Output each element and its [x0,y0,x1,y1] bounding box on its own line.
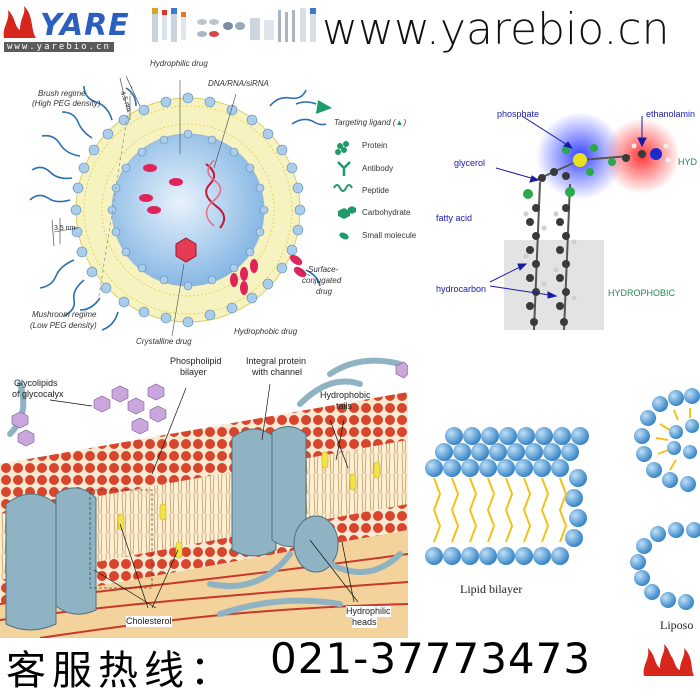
flame-footer-icon [643,644,694,676]
legend-carbohydrate: Carbohydrate [362,208,411,217]
label-glycocalyx: of glycocalyx [12,389,64,399]
label-tails: tails [336,401,353,411]
label-hydrophilic-short: HYD [678,157,698,167]
label-surface-conj-2: conjugated [302,276,342,285]
hotline-phone[interactable]: 021-37773473 [270,634,592,683]
label-phospholipid: Phospholipid [170,356,222,366]
legend-title: Targeting ligand (▲) [334,118,407,127]
label-surface-conj-3: drug [316,287,333,296]
label-hydrocarbon: hydrocarbon [436,284,487,294]
label-glycerol: glycerol [454,158,486,168]
label-bilayer: bilayer [180,367,207,377]
label-surface-conj-1: Surface- [308,265,339,274]
footer-bar [0,638,700,700]
label-hydrophilic: Hydrophilic [346,606,391,617]
legend-antibody: Antibody [362,164,394,173]
flame-logo-icon [3,6,37,38]
label-phosphate: phosphate [497,109,540,119]
logo-url: www.yarebio.cn [4,42,114,52]
label-brush-regime: Brush regime [38,89,86,98]
label-ethanolamine: ethanolamin [646,109,696,119]
label-heads: heads [352,617,377,628]
label-hydrophobic: HYDROPHOBIC [608,288,676,298]
legend-peptide: Peptide [362,186,390,195]
header-banner [0,0,700,62]
label-hydrophobic-drug: Hydrophobic drug [234,327,298,336]
label-mushroom-regime: Mushroom regime [32,310,97,319]
label-fatty-acid: fatty acid [436,213,473,223]
liposome-drug-delivery-diagram [29,75,422,337]
label-mushroom-density: (Low PEG density) [30,321,97,330]
logo[interactable]: YARE www.yarebio.cn [0,2,150,52]
lipid-bilayer-liposome-diagram [425,388,700,610]
caption-liposome: Liposo [660,618,694,632]
label-hydrophilic-drug: Hydrophilic drug [150,59,208,68]
label-dna-rna: DNA/RNA/siRNA [208,79,269,88]
label-hydrophobic-tails: Hydrophobic [320,390,371,400]
label-glycolipids: Glycolipids [14,378,58,388]
label-integral-protein: Integral protein [246,356,307,366]
phospholipid-molecule-diagram [489,112,680,331]
legend-small-molecule: Small molecule [362,231,417,240]
label-channel: with channel [252,367,303,377]
cell-membrane-diagram [0,354,408,638]
label-mushroom-size: 3.5 nm [54,225,76,232]
label-crystalline-drug: Crystalline drug [136,337,192,346]
label-brush-density: (High PEG density) [32,99,101,108]
site-url[interactable]: www.yarebio.cn [322,4,670,55]
legend-protein: Protein [362,141,388,150]
label-cholesterol: Cholesterol [126,616,172,627]
lab-products-strip [152,8,316,42]
caption-lipid-bilayer: Lipid bilayer [460,582,523,596]
hotline-label: 客服热线： [6,648,236,694]
logo-text: YARE [40,8,130,43]
